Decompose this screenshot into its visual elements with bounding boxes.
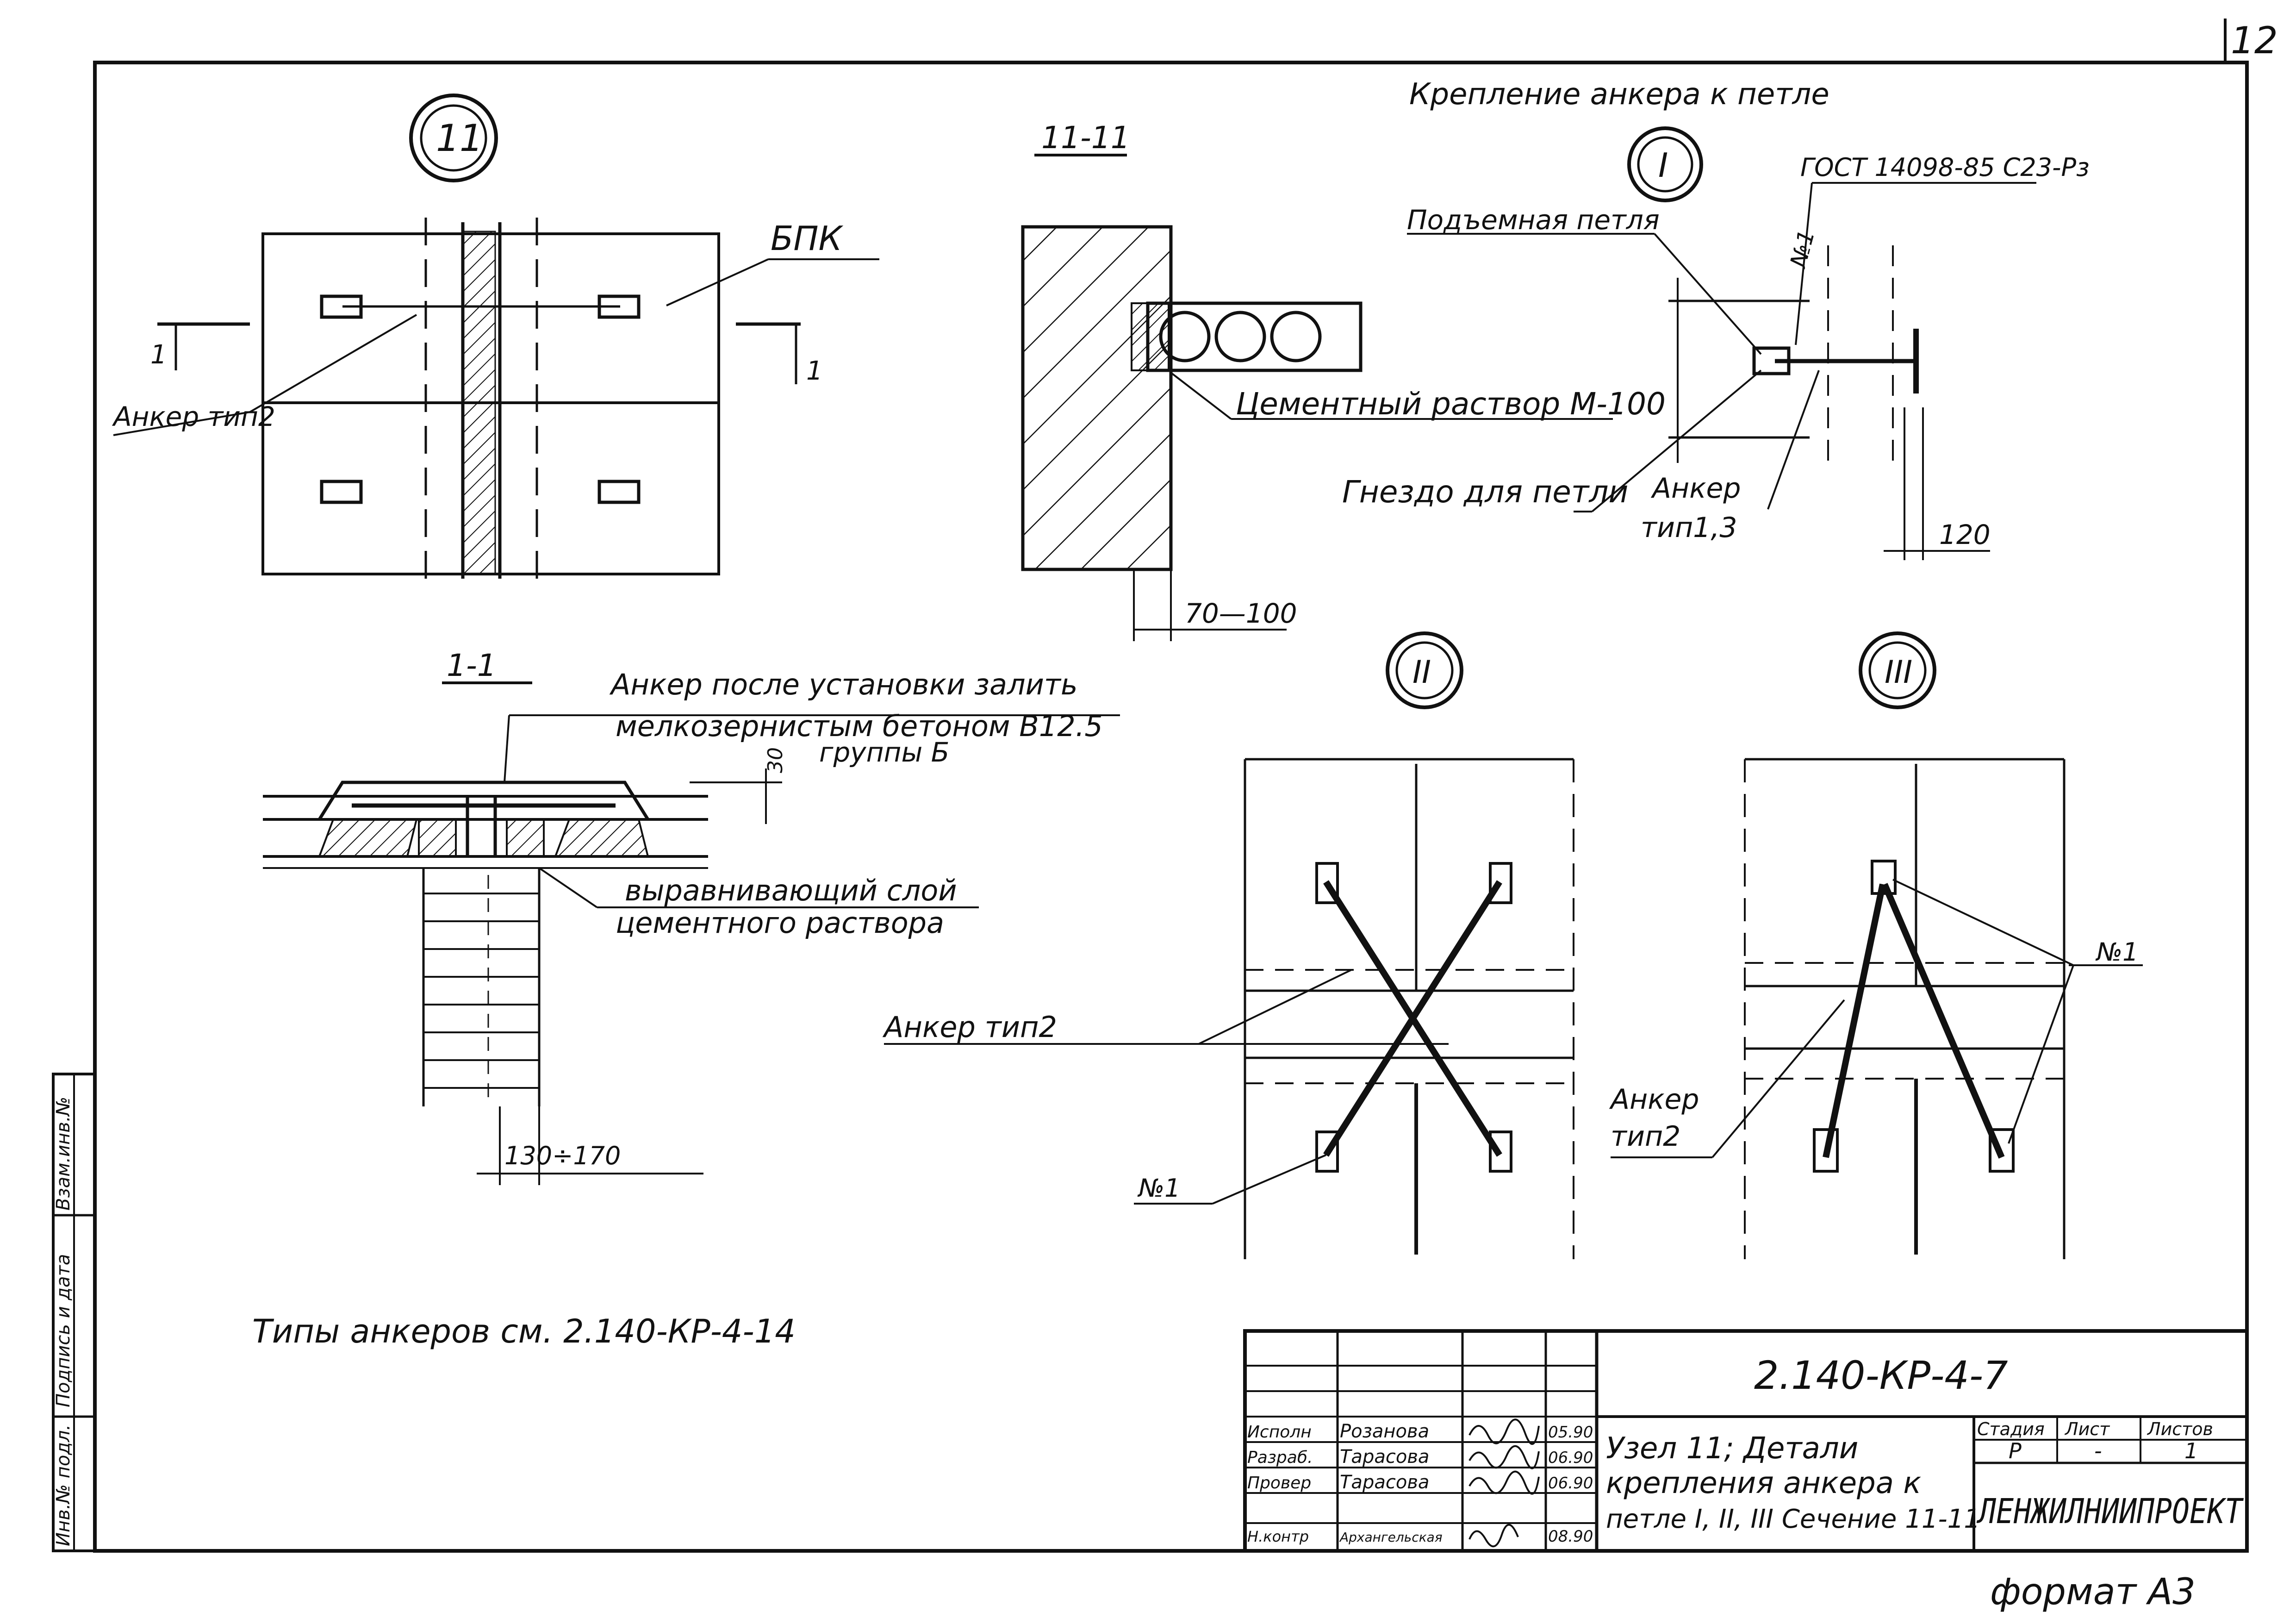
stage-value: Р xyxy=(2009,1438,2022,1463)
socket-label: Гнездо для петли xyxy=(1342,474,1628,510)
node-11-plan xyxy=(113,94,879,593)
drawing-title-line2: крепления анкера к xyxy=(1606,1466,1921,1500)
row-0-role: Исполн xyxy=(1247,1423,1312,1442)
anchor-types-note: Типы анкеров см. 2.140-КР-4-14 xyxy=(252,1312,796,1350)
row-2-date: 06.90 xyxy=(1548,1474,1593,1493)
detail-i-n1: №1 xyxy=(1785,227,1820,271)
leveling-layer-line2: цементного раствора xyxy=(616,906,944,940)
section-1-1-title: 1-1 xyxy=(447,648,497,683)
cut-mark-left: 1 xyxy=(150,340,167,370)
sheet-value: - xyxy=(2094,1438,2102,1463)
row-1-role: Разраб. xyxy=(1247,1448,1313,1467)
detail-iii-marker: III xyxy=(1885,654,1912,691)
detail-iii-anchor-line1: Анкер xyxy=(1609,1083,1699,1116)
bpk-label: БПК xyxy=(771,219,844,258)
side-stamp xyxy=(52,1073,96,1552)
dim-130-170: 130÷170 xyxy=(504,1141,621,1170)
cut-mark-right: 1 xyxy=(806,356,823,386)
detail-ii xyxy=(884,631,1574,1259)
dim-30: 30 xyxy=(764,747,787,773)
lifting-loop-label: Подъемная петля xyxy=(1407,204,1660,236)
section-11-11 xyxy=(1021,154,1613,641)
detail-ii-marker: II xyxy=(1412,654,1431,691)
detail-i xyxy=(1407,126,2036,560)
organization-name: ЛЕНЖИЛНИИПРОЕКТ xyxy=(1976,1492,2244,1531)
sheets-header: Листов xyxy=(2147,1419,2213,1439)
row-2-name: Тарасова xyxy=(1340,1472,1429,1493)
dim-70-100: 70—100 xyxy=(1185,598,1297,629)
detail-iii xyxy=(1611,631,2143,1259)
gost-label: ГОСТ 14098-85 С23-Рз xyxy=(1800,153,2090,182)
sheet-frame xyxy=(93,19,2249,1553)
concrete-note-line1: Анкер после установки залить xyxy=(609,668,1078,701)
row-0-date: 05.90 xyxy=(1548,1423,1593,1442)
section-11-11-title: 11-11 xyxy=(1041,120,1130,156)
anchor-type2-label: Анкер тип2 xyxy=(112,401,275,432)
document-code: 2.140-КР-4-7 xyxy=(1754,1353,2008,1398)
format-label: формат А3 xyxy=(1990,1571,2196,1613)
detail-ii-n1: №1 xyxy=(1137,1174,1181,1203)
detail-ii-anchor-label: Анкер тип2 xyxy=(882,1010,1057,1044)
mortar-label: Цементный раствор М-100 xyxy=(1236,386,1666,422)
wall-brick-stack xyxy=(422,868,541,1106)
stage-header: Стадия xyxy=(1977,1419,2045,1439)
row-1-date: 06.90 xyxy=(1548,1449,1593,1467)
row-3-role: Н.контр xyxy=(1247,1528,1309,1545)
side-stamp-inv: Инв.№ подл. xyxy=(53,1424,74,1546)
row-1-name: Тарасова xyxy=(1340,1446,1429,1468)
detail-iii-anchor-line2: тип2 xyxy=(1611,1120,1680,1153)
side-stamp-signature: Подпись и дата xyxy=(53,1254,74,1407)
concrete-note-line2: мелкозернистым бетоном В12.5 xyxy=(616,709,1103,743)
title-block xyxy=(1243,1329,2249,1553)
anchor-type13-line2: тип1,3 xyxy=(1641,512,1737,544)
node-11-marker: 11 xyxy=(436,117,483,160)
detail-i-marker: I xyxy=(1658,146,1668,185)
row-3-name: Архангельская xyxy=(1339,1530,1443,1545)
drawing-title-line3: петле I, II, III Сечение 11-11 xyxy=(1606,1504,1980,1534)
row-3-date: 08.90 xyxy=(1548,1527,1593,1546)
side-stamp-replaced: Взам.инв.№ xyxy=(53,1097,74,1211)
sheet-number: 12 xyxy=(2231,19,2278,62)
dim-120: 120 xyxy=(1939,519,1991,550)
row-2-role: Провер xyxy=(1247,1474,1311,1493)
section-1-1 xyxy=(263,681,1120,1185)
row-0-name: Розанова xyxy=(1340,1421,1429,1442)
detail-iii-n1: №1 xyxy=(2095,937,2139,967)
signature-scribbles xyxy=(1468,1418,1540,1548)
anchor-type13-line1: Анкер xyxy=(1650,472,1741,505)
sheet-header: Лист xyxy=(2064,1419,2110,1439)
sheets-value: 1 xyxy=(2184,1438,2198,1463)
concrete-note-line3: группы Б xyxy=(819,737,949,768)
drawing-title-line1: Узел 11; Детали xyxy=(1606,1431,1858,1466)
detail-i-heading: Крепление анкера к петле xyxy=(1409,77,1829,112)
leveling-layer-line1: выравнивающий слой xyxy=(625,874,957,907)
